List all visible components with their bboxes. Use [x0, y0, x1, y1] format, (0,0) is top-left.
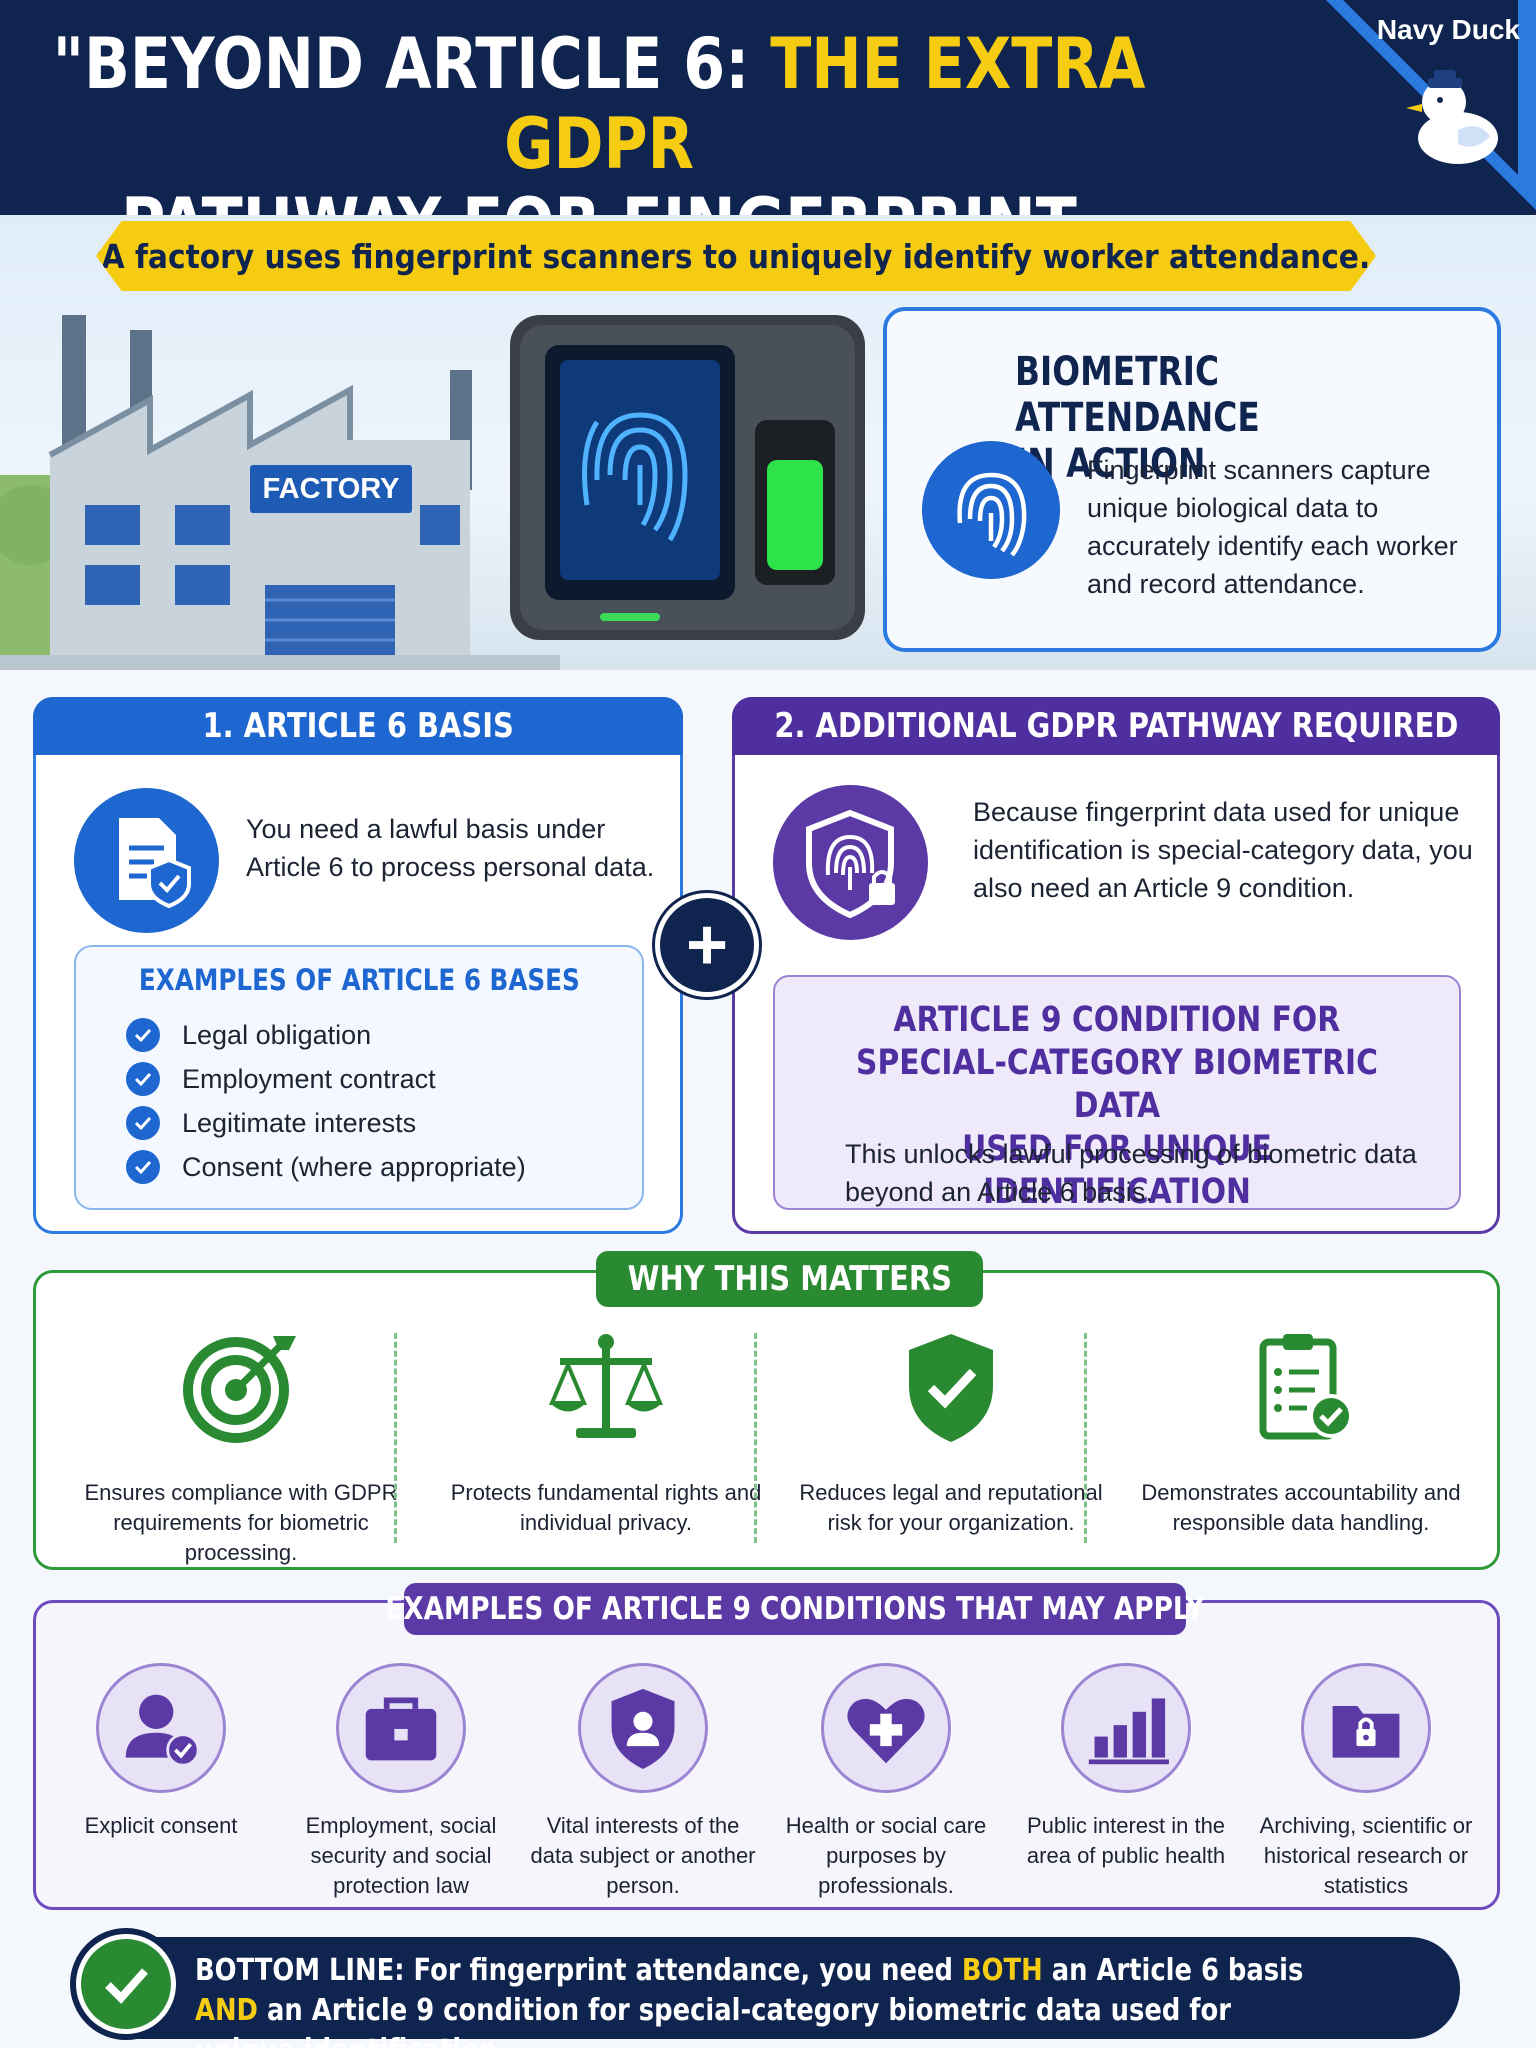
condition-item: Vital interests of the data subject or a…	[528, 1663, 758, 1901]
article9-condition-title: ARTICLE 9 CONDITION FOR SPECIAL-CATEGORY…	[775, 999, 1459, 1214]
biometric-card-title: BIOMETRIC ATTENDANCE IN ACTION	[1015, 349, 1474, 487]
article9-condition-box: ARTICLE 9 CONDITION FOR SPECIAL-CATEGORY…	[773, 975, 1461, 1212]
check-icon	[126, 1150, 160, 1184]
why-item-text: Reduces legal and reputational risk for …	[799, 1480, 1103, 1535]
title-part-1: "BEYOND ARTICLE 6:	[52, 23, 771, 105]
bottom-check-icon	[70, 1928, 182, 2040]
article9-condition-title-line-3: USED FOR UNIQUE IDENTIFICATION	[962, 1129, 1272, 1212]
shield-check-icon	[909, 1334, 993, 1442]
duck-logo-icon	[1406, 70, 1498, 164]
example-label: Legal obligation	[182, 1019, 372, 1050]
bottom-check-inner	[81, 1939, 171, 2029]
bottom-line-highlight: AND	[195, 1993, 258, 2028]
why-heading-text: WHY THIS MATTERS	[627, 1259, 952, 1299]
scenario-text: "A factory uses fingerprint scanners to …	[86, 236, 1386, 276]
example-label: Consent (where appropriate)	[182, 1151, 526, 1182]
plus-icon: +	[655, 893, 759, 997]
factory-label: FACTORY	[250, 465, 412, 513]
bottom-line-part: BOTTOM LINE: For fingerprint attendance,…	[195, 1953, 962, 1988]
shield-person-icon	[578, 1663, 708, 1793]
scales-icon	[548, 1334, 664, 1438]
folder-lock-icon	[1301, 1663, 1431, 1793]
article6-heading-text: 1. ARTICLE 6 BASIS	[202, 706, 514, 746]
example-label: Legitimate interests	[182, 1107, 417, 1138]
article9-condition-text: This unlocks lawful processing of biomet…	[845, 1139, 1417, 1207]
why-item: Protects fundamental rights and individu…	[441, 1328, 771, 1538]
check-icon	[126, 1062, 160, 1096]
article9-description: Because fingerprint data used for unique…	[973, 797, 1473, 903]
article9-condition-title-line-2: SPECIAL-CATEGORY BIOMETRIC DATA	[856, 1043, 1378, 1126]
bottom-line-banner: BOTTOM LINE: For fingerprint attendance,…	[120, 1937, 1460, 2048]
why-this-matters-section: WHY THIS MATTERS Ensures compliance with…	[33, 1251, 1500, 1570]
conditions-heading: EXAMPLES OF ARTICLE 9 CONDITIONS THAT MA…	[385, 1583, 1205, 1635]
why-heading: WHY THIS MATTERS	[596, 1251, 983, 1307]
condition-text: Explicit consent	[84, 1813, 238, 1838]
condition-item: Health or social care purposes by profes…	[771, 1663, 1001, 1901]
bottom-line-part: an Article 9 condition for special-categ…	[195, 1993, 1231, 2048]
condition-text: Archiving, scientific or historical rese…	[1259, 1813, 1473, 1898]
why-item-text: Demonstrates accountability and responsi…	[1141, 1480, 1461, 1535]
factory-illustration	[0, 315, 560, 670]
brand-name: Navy Duck	[1376, 14, 1520, 45]
article6-examples-box: EXAMPLES OF ARTICLE 6 BASES Legal obliga…	[74, 945, 644, 1210]
fingerprint-scanner-device	[510, 315, 865, 640]
why-item: Ensures compliance with GDPR requirement…	[76, 1328, 406, 1568]
why-item: Reduces legal and reputational risk for …	[786, 1328, 1116, 1538]
article6-heading: 1. ARTICLE 6 BASIS	[33, 697, 683, 755]
list-item: Employment contract	[126, 1057, 526, 1101]
why-item: Demonstrates accountability and responsi…	[1136, 1328, 1466, 1538]
condition-item: Employment, social security and social p…	[286, 1663, 516, 1901]
condition-item: Archiving, scientific or historical rese…	[1251, 1663, 1481, 1901]
divider	[754, 1333, 757, 1543]
example-label: Employment contract	[182, 1063, 436, 1094]
header-banner: "BEYOND ARTICLE 6: THE EXTRA GDPR PATHWA…	[0, 0, 1536, 215]
fingerprint-icon	[922, 441, 1060, 579]
biometric-card-text: Fingerprint scanners capture unique biol…	[1087, 455, 1458, 599]
article9-heading: 2. ADDITIONAL GDPR PATHWAY REQUIRED	[732, 697, 1500, 755]
document-shield-icon	[74, 788, 219, 933]
title-highlight: THE EXTRA GDPR	[504, 23, 1146, 185]
target-icon	[183, 1336, 296, 1443]
list-item: Legitimate interests	[126, 1101, 526, 1145]
condition-text: Employment, social security and social p…	[305, 1813, 497, 1898]
scenario-ribbon: "A factory uses fingerprint scanners to …	[96, 221, 1376, 291]
biometric-card: BIOMETRIC ATTENDANCE IN ACTION Fingerpri…	[883, 307, 1501, 652]
article6-examples-list: Legal obligation Employment contract Leg…	[126, 1013, 526, 1189]
conditions-heading-text: EXAMPLES OF ARTICLE 9 CONDITIONS THAT MA…	[385, 1591, 1205, 1627]
list-item: Legal obligation	[126, 1013, 526, 1057]
bottom-line-highlight: BOTH	[961, 1953, 1043, 1988]
page-title: "BEYOND ARTICLE 6: THE EXTRA GDPR PATHWA…	[40, 24, 1158, 215]
article6-examples-title-text: EXAMPLES OF ARTICLE 6 BASES	[138, 963, 580, 997]
user-check-icon	[96, 1663, 226, 1793]
factory-scene: "A factory uses fingerprint scanners to …	[0, 215, 1536, 670]
condition-text: Health or social care purposes by profes…	[785, 1813, 987, 1898]
bottom-line-text: BOTTOM LINE: For fingerprint attendance,…	[195, 1951, 1313, 2048]
article9-condition-title-line-1: ARTICLE 9 CONDITION FOR	[893, 1000, 1341, 1040]
divider	[1084, 1333, 1087, 1543]
bottom-line-part: an Article 6 basis	[1042, 1953, 1304, 1988]
why-item-text: Ensures compliance with GDPR requirement…	[84, 1480, 398, 1565]
check-icon	[126, 1106, 160, 1140]
article6-examples-title: EXAMPLES OF ARTICLE 6 BASES	[76, 963, 642, 997]
heart-plus-icon	[821, 1663, 951, 1793]
article9-panel: 2. ADDITIONAL GDPR PATHWAY REQUIRED Beca…	[732, 697, 1500, 1234]
why-item-text: Protects fundamental rights and individu…	[450, 1480, 762, 1535]
article9-conditions-section: EXAMPLES OF ARTICLE 9 CONDITIONS THAT MA…	[33, 1583, 1500, 1910]
divider	[394, 1333, 397, 1543]
list-item: Consent (where appropriate)	[126, 1145, 526, 1189]
article6-panel: 1. ARTICLE 6 BASIS You need a lawful bas…	[33, 697, 683, 1234]
article6-description: You need a lawful basis under Article 6 …	[246, 814, 655, 882]
condition-item: Explicit consent	[46, 1663, 276, 1841]
bar-chart-icon	[1061, 1663, 1191, 1793]
check-icon	[126, 1018, 160, 1052]
fingerprint-shield-lock-icon	[773, 785, 928, 940]
condition-text: Public interest in the area of public he…	[1026, 1813, 1226, 1868]
condition-text: Vital interests of the data subject or a…	[530, 1813, 756, 1898]
biometric-card-title-line-1: BIOMETRIC ATTENDANCE	[1015, 349, 1260, 441]
briefcase-icon	[336, 1663, 466, 1793]
title-line-2: PATHWAY FOR FINGERPRINT ATTENDANCE"	[121, 183, 1077, 215]
article9-heading-text: 2. ADDITIONAL GDPR PATHWAY REQUIRED	[773, 706, 1459, 746]
clipboard-check-icon	[1259, 1334, 1353, 1440]
condition-item: Public interest in the area of public he…	[1011, 1663, 1241, 1871]
